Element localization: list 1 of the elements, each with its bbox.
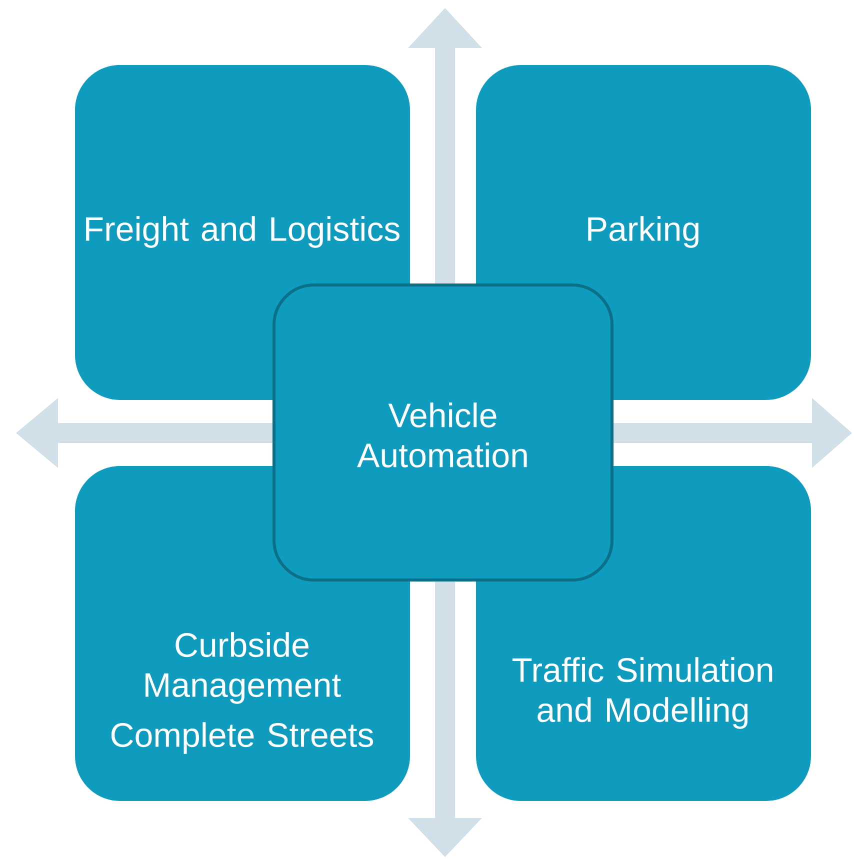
center-box: Vehicle Automation bbox=[272, 284, 614, 582]
